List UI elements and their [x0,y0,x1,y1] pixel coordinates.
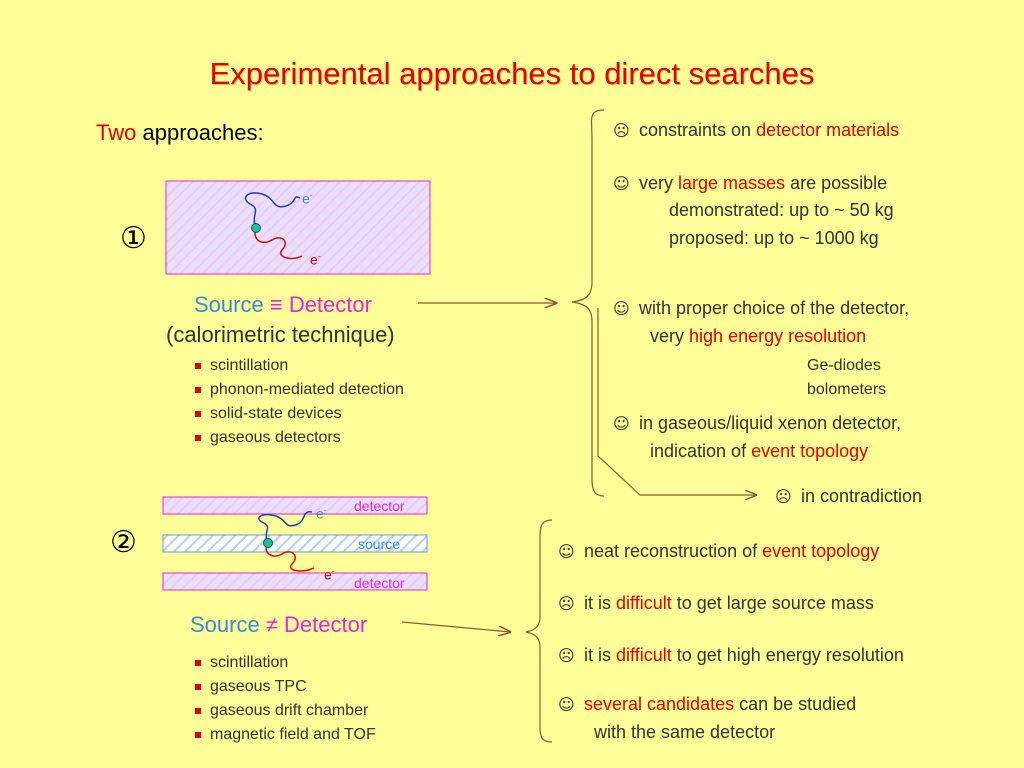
smiley-face-icon: ☺ [558,695,575,714]
electron-track-top [244,192,301,229]
electron-label-bottom-2: e- [324,566,335,583]
layer-label-source: source [358,536,401,552]
sub-ge-diodes: Ge-diodes [807,357,881,374]
point-several-candidates-line2: with the same detector [594,722,776,742]
electron-label-bottom: e- [310,251,321,268]
source-layer [162,534,428,553]
layer-label-detector-top: detector [354,498,405,514]
point-large-masses-line3: proposed: up to ~ 1000 kg [669,228,879,248]
list-item: magnetic field and TOF [192,723,376,747]
point-source-mass: ☹it is difficult to get large source mas… [558,593,874,613]
list-item: gaseous detectors [192,426,404,450]
electron-label-top: e- [302,190,313,207]
electron-track-bottom [254,227,303,260]
point-event-topology: ☺in gaseous/liquid xenon detector, [613,413,902,433]
approaches-word: approaches: [142,120,264,145]
approach1-heading: Source ≡ Detector [194,292,372,317]
page-title: Experimental approaches to direct search… [209,56,815,91]
point-neat-reconstruction: ☺neat reconstruction of event topology [558,541,880,561]
list-item: solid-state devices [192,402,404,426]
point-contradiction: ☹in contradiction [775,486,923,506]
electron-track-bottom-2 [265,542,315,572]
decay-vertex-2 [263,538,273,548]
point-large-masses: ☺very large masses are possible [613,173,888,193]
brace-approach2 [525,519,553,743]
smiley-face-icon: ☺ [613,414,630,433]
approach2-heading: Source ≠ Detector [190,612,368,637]
point-energy-resolution-line2: very high energy resolution [650,326,867,346]
list-item: phonon-mediated detection [192,378,404,402]
approach1-list: scintillation phonon-mediated detection … [192,354,404,450]
sad-face-icon: ☹ [613,121,630,140]
sad-face-icon: ☹ [558,594,575,613]
electron-track-top-2 [258,511,313,544]
arrow-approach2 [401,621,510,632]
list-item: gaseous drift chamber [192,699,376,723]
calorimeter-box [165,180,431,275]
point-event-topology-line2: indication of event topology [650,441,869,461]
contradiction-arrow [597,308,756,495]
two-approaches-heading: Two approaches: [96,120,264,146]
list-item: scintillation [192,354,404,378]
point-detector-materials: ☹constraints on detector materials [613,120,900,140]
list-item: gaseous TPC [192,675,376,699]
electron-label-top-2: e- [316,505,327,522]
two-word: Two [96,120,137,145]
layer-label-detector-bottom: detector [354,575,405,591]
sad-face-icon: ☹ [775,487,792,506]
point-energy-resolution: ☺with proper choice of the detector, [613,298,910,318]
approach1-number: ① [120,222,147,255]
detector-layer-top [162,496,428,515]
decay-vertex [251,223,261,233]
smiley-face-icon: ☺ [613,174,630,193]
point-energy-resolution-2: ☹it is difficult to get high energy reso… [558,645,904,665]
approach2-list: scintillation gaseous TPC gaseous drift … [192,651,376,747]
approach2-number: ② [110,526,137,559]
smiley-face-icon: ☺ [613,299,630,318]
brace-approach1 [571,109,605,497]
detector-layer-bottom [162,572,428,591]
sad-face-icon: ☹ [558,646,575,665]
sub-bolometers: bolometers [807,381,887,398]
approach1-subheading: (calorimetric technique) [166,322,395,347]
list-item: scintillation [192,651,376,675]
point-several-candidates: ☺several candidates can be studied [558,694,857,714]
smiley-face-icon: ☺ [558,542,575,561]
point-large-masses-line2: demonstrated: up to ~ 50 kg [669,200,894,220]
